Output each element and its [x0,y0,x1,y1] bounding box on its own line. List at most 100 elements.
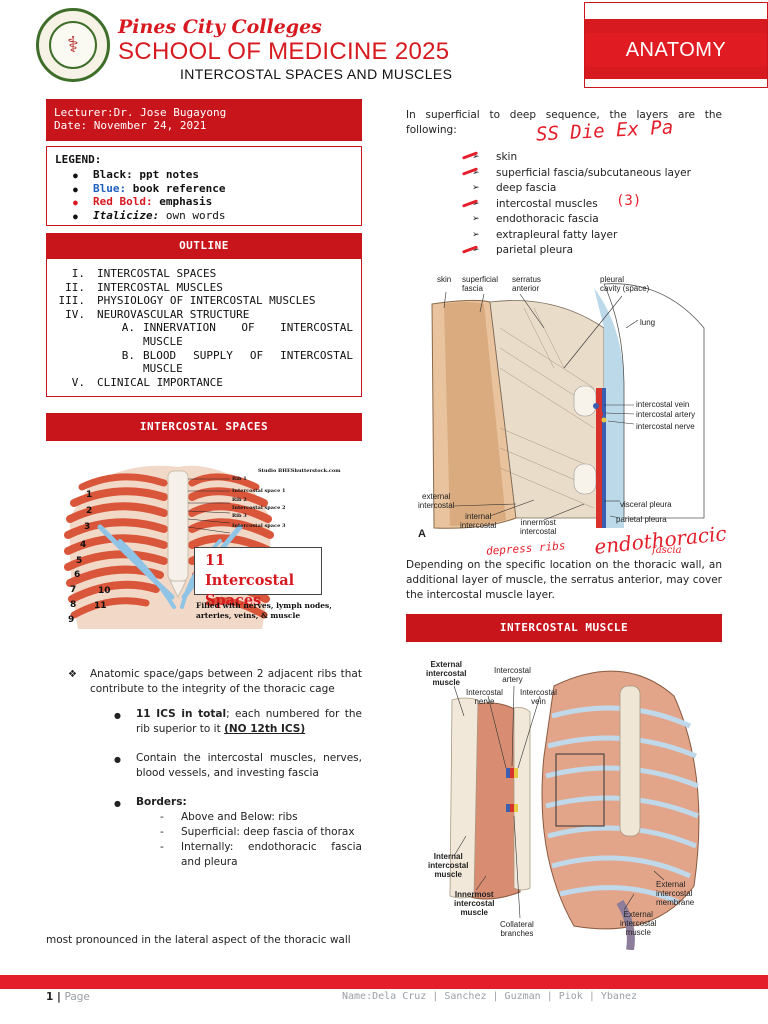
intercostal-muscle-header: INTERCOSTAL MUSCLE [406,614,722,642]
intercostal-muscle-illustration [449,670,700,950]
label-collateral-branches: Collateral branches [500,920,534,938]
subject-banner: ANATOMY [584,2,768,88]
handwritten-annotation: fascia [652,545,682,556]
ics-number: 5 [76,556,82,566]
rib-tag: Intercostal space 3 [232,523,286,529]
intercostal-muscle-figure [449,670,700,950]
list-item: endothoracic fascia [472,212,732,228]
label-external-intercostal: external intercostal [418,492,455,510]
list-item: extrapleural fatty layer [472,228,732,244]
outline-subitem-cont: MUSCLE [143,334,183,348]
ics-number: 2 [86,506,92,516]
legend-item-red: Red Bold: emphasis [73,195,353,209]
outline-list: I.INTERCOSTAL SPACES II.INTERCOSTAL MUSC… [46,259,362,397]
author-names: Name:Dela Cruz | Sanchez | Guzman | Piok… [342,991,638,1002]
list-item: Borders: [46,795,362,811]
list-item: superficial fascia/subcutaneous layer [472,166,732,182]
ics-number: 3 [84,522,90,532]
label-skin: skin [437,275,452,284]
label-superficial-fascia: superficial fascia [462,275,499,293]
label-internal-intercostal: internal intercostal [460,512,497,530]
lecture-date: Date: November 24, 2021 [54,119,207,132]
list-item: Internally: endothoracic fascia and pleu… [46,840,362,870]
ics-number: 9 [68,615,74,625]
label-lung: lung [640,318,656,327]
outline-item: IV.NEUROVASCULAR STRUCTURE [65,307,250,321]
ics-number: 7 [70,585,76,595]
outline-item: I.INTERCOSTAL SPACES [71,267,217,280]
layers-intro: In superficial to deep sequence, the lay… [406,109,722,136]
list-item: intercostal muscles [472,197,732,213]
school-seal-logo: ⚕ [36,8,110,82]
label-parietal-pleura: parietal pleura [616,515,667,524]
list-item: 11 ICS in total; each numbered for the r… [46,707,362,737]
label-external-intercostal-muscle: External intercostal muscle [426,660,467,687]
image-credit: Studio BHEShutterstock.com [258,468,341,474]
college-name: Pines City Colleges [118,16,322,38]
label-intercostal-artery: intercostal artery [636,410,696,419]
caduceus-icon: ⚕ [67,33,79,58]
lecturer-box: Lecturer:Dr. Jose Bugayong Date: Novembe… [46,99,362,141]
label-intercostal-vein: Intercostal vein [520,688,557,706]
legend-item-blue: Blue: book reference [73,182,353,196]
subject-label: ANATOMY [585,33,767,67]
ics-number: 4 [80,540,86,550]
list-item: Contain the intercostal muscles, nerves,… [46,751,362,781]
outline-item: III.PHYSIOLOGY OF INTERCOSTAL MUSCLES [58,294,316,308]
label-intercostal-artery: Intercostal artery [494,666,531,684]
rib-tag: Intercostal space 2 [232,505,286,511]
outline-item: V.CLINICAL IMPORTANCE [71,375,223,389]
outline-header: OUTLINE [46,233,362,259]
ics-number: 8 [70,600,76,610]
handwritten-annotation: (3) [616,193,642,209]
legend-item-italic: Italicize: own words [73,209,353,223]
list-item: skin [472,150,732,166]
ics-number: 6 [74,570,80,580]
ics-number: 1 [86,490,92,500]
page-title: INTERCOSTAL SPACES AND MUSCLES [180,66,453,82]
label-innermost-intercostal: innermost intercostal [520,518,557,536]
footer-rule [0,975,768,989]
page-number: 1 | Page [46,991,90,1003]
thoracic-wall-illustration [431,283,705,529]
label-intercostal-vein: intercostal vein [636,400,690,409]
serratus-note: Depending on the specific location on th… [406,559,722,601]
label-serratus-anterior: serratus anterior [512,275,541,293]
label-visceral-pleura: visceral pleura [620,500,672,509]
label-innermost-intercostal-muscle: Innermost intercostal muscle [454,890,495,917]
outline-item: II.INTERCOSTAL MUSCLES [65,280,223,294]
rib-tag: Rib 1 [232,476,247,482]
list-item: parietal pleura [472,243,732,259]
outline-subitem: A.INNERVATION OF INTERCOSTAL [121,321,353,335]
outline-subitem: B.BLOOD SUPPLY OF INTERCOSTAL [121,348,353,362]
outline-subitem-cont: MUSCLE [143,362,183,376]
rib-tag: Rib 3 [232,513,247,519]
label-internal-intercostal-muscle: Internal intercostal muscle [428,852,469,879]
school-title: SCHOOL OF MEDICINE 2025 [118,38,450,65]
rib-tag: Intercostal space 1 [232,488,286,494]
list-item: Anatomic space/gaps between 2 adjacent r… [46,667,362,697]
list-item: Above and Below: ribs [46,810,362,825]
legend-title: LEGEND: [55,153,102,166]
label-external-intercostal-membrane: External intercostal membrane [656,880,695,907]
ics-count-label: 11 Intercostal Spaces [194,547,322,609]
figure-letter: A [418,528,426,540]
layer-list: skin superficial fascia/subcutaneous lay… [472,150,732,259]
intercostal-spaces-header: INTERCOSTAL SPACES [46,413,362,441]
legend-item-black: Black: ppt notes [73,168,353,182]
list-item: Superficial: deep fascia of thorax [46,825,362,840]
label-pleural-cavity: pleural cavity (space) [600,275,650,293]
label-intercostal-nerve: Intercostal nerve [466,688,503,706]
lecturer-name: Lecturer:Dr. Jose Bugayong [54,106,227,119]
ics-number: 11 [94,601,107,611]
rib-tag: Rib 2 [232,497,247,503]
list-item: deep fascia [472,181,732,197]
ics-caption: Filled with nerves, lymph nodes, arterie… [196,601,332,620]
ics-closing-note: most pronounced in the lateral aspect of… [46,934,351,946]
legend-box: LEGEND: Black: ppt notes Blue: book refe… [46,146,362,226]
thoracic-wall-layers-figure [431,283,705,529]
ics-number: 10 [98,586,111,596]
label-intercostal-nerve: intercostal nerve [636,422,695,431]
ics-description: Anatomic space/gaps between 2 adjacent r… [46,667,362,870]
label-external-intercostal-muscle-right: External intercostal muscle [620,910,657,937]
